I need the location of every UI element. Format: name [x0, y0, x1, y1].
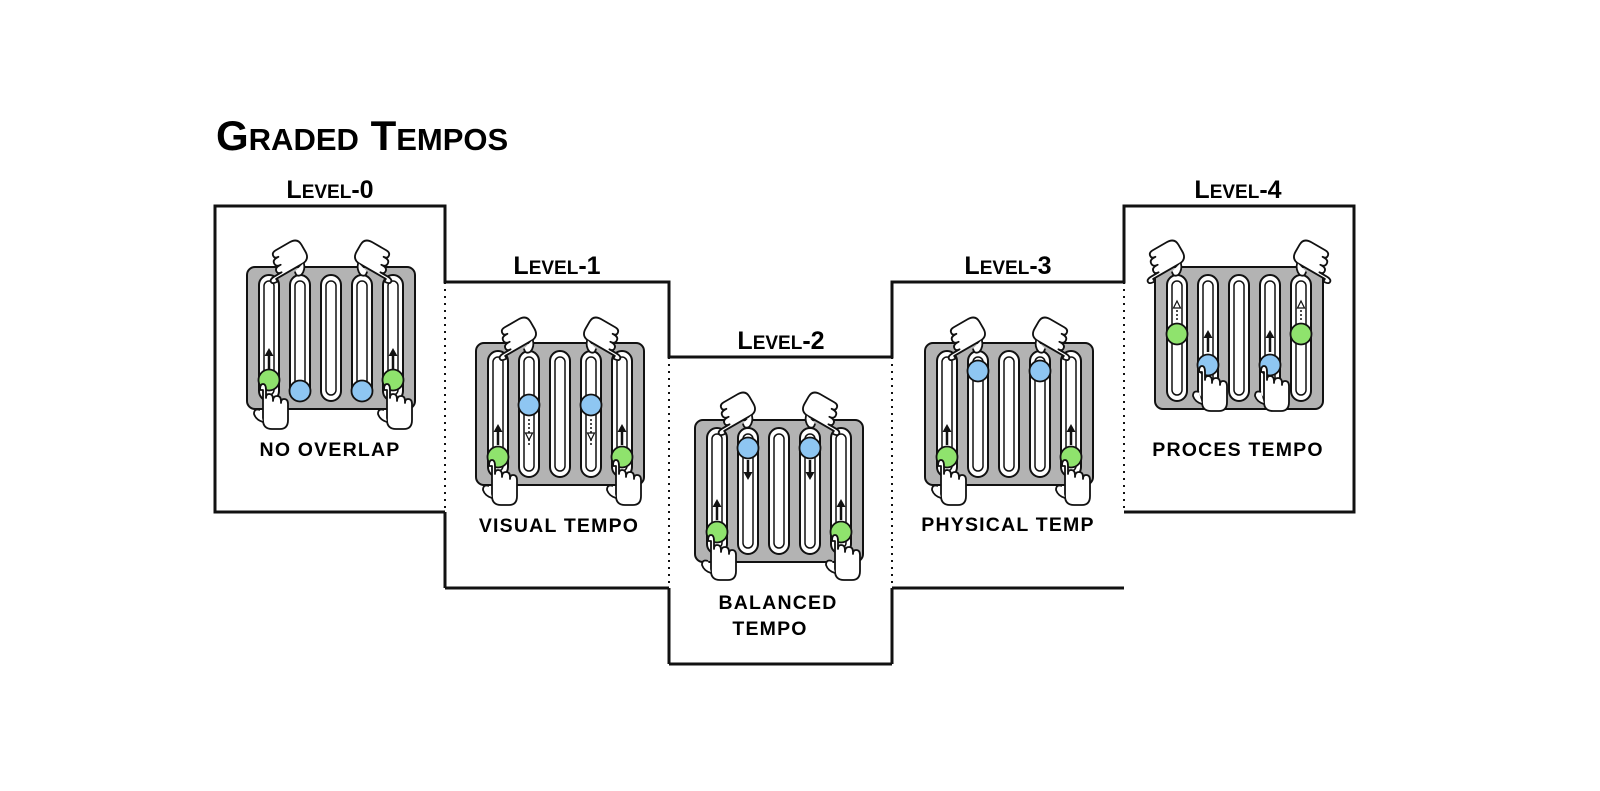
arrowhead: [712, 499, 722, 507]
blue-knob: [288, 379, 312, 403]
level-3-heading: LEVEL-3: [964, 252, 1051, 280]
arrowhead: [388, 348, 398, 356]
svg-text:LEVEL-0: LEVEL-0: [286, 176, 373, 204]
green-knob: [1289, 322, 1313, 346]
blue-knob: [517, 393, 541, 417]
track-slot: [998, 350, 1020, 478]
level-2-caption-line-1: BALANCED: [718, 592, 837, 614]
track-groove: [972, 356, 984, 472]
arrowhead: [743, 472, 753, 480]
arrowhead: [942, 424, 952, 432]
track-groove: [1034, 356, 1046, 472]
level-4-heading: LEVEL-4: [1194, 176, 1281, 204]
svg-text:LEVEL-2: LEVEL-2: [737, 327, 824, 355]
slider-panel-level-2: [694, 388, 864, 581]
track-slot: [549, 350, 571, 478]
arrowhead: [836, 499, 846, 507]
level-1-caption: VISUAL TEMPO: [479, 515, 639, 537]
slider-panels: [246, 236, 1344, 581]
slider-panel-level-1: [475, 313, 645, 506]
arrowhead: [264, 348, 274, 356]
svg-text:LEVEL-3: LEVEL-3: [964, 252, 1051, 280]
level-3-caption: PHYSICAL TEMP: [921, 514, 1094, 536]
level-2-caption-line-2: TEMPO: [732, 618, 807, 640]
slider-panel-level-0: [246, 236, 416, 430]
level-0-heading: LEVEL-0: [286, 176, 373, 204]
arrowhead: [1203, 330, 1213, 338]
track-groove: [1233, 280, 1245, 396]
arrowhead: [1172, 299, 1182, 309]
slider-panel-level-4: [1134, 236, 1344, 412]
green-knob: [1165, 322, 1189, 346]
track-slot: [320, 274, 342, 402]
level-2-heading: LEVEL-2: [737, 327, 824, 355]
slider-panel-level-3: [924, 313, 1094, 506]
blue-knob: [966, 359, 990, 383]
level-boxes-outline: [213, 204, 1356, 666]
blue-knob: [1028, 359, 1052, 383]
level-4-caption: PROCES TEMPO: [1152, 439, 1324, 461]
arrowhead: [586, 432, 596, 442]
arrowhead: [1066, 424, 1076, 432]
arrowhead: [1296, 299, 1306, 309]
arrowhead: [493, 424, 503, 432]
track-slot: [1228, 274, 1250, 402]
blue-knob: [798, 436, 822, 460]
level-0-caption: NO OVERLAP: [260, 439, 401, 461]
svg-text:LEVEL-1: LEVEL-1: [513, 252, 600, 280]
blue-knob: [579, 393, 603, 417]
arrowhead: [1265, 330, 1275, 338]
track-slot: [768, 427, 790, 555]
track-groove: [554, 356, 566, 472]
svg-text:LEVEL-4: LEVEL-4: [1194, 176, 1281, 204]
track-groove: [742, 433, 754, 549]
track-groove: [325, 280, 337, 396]
track-groove: [773, 433, 785, 549]
arrowhead: [524, 432, 534, 442]
arrowhead: [617, 424, 627, 432]
blue-knob: [350, 379, 374, 403]
diagram-title: GRADED TEMPOS: [216, 112, 508, 159]
arrowhead: [805, 472, 815, 480]
track-groove: [804, 433, 816, 549]
level-1-heading: LEVEL-1: [513, 252, 600, 280]
blue-knob: [736, 436, 760, 460]
track-groove: [1003, 356, 1015, 472]
